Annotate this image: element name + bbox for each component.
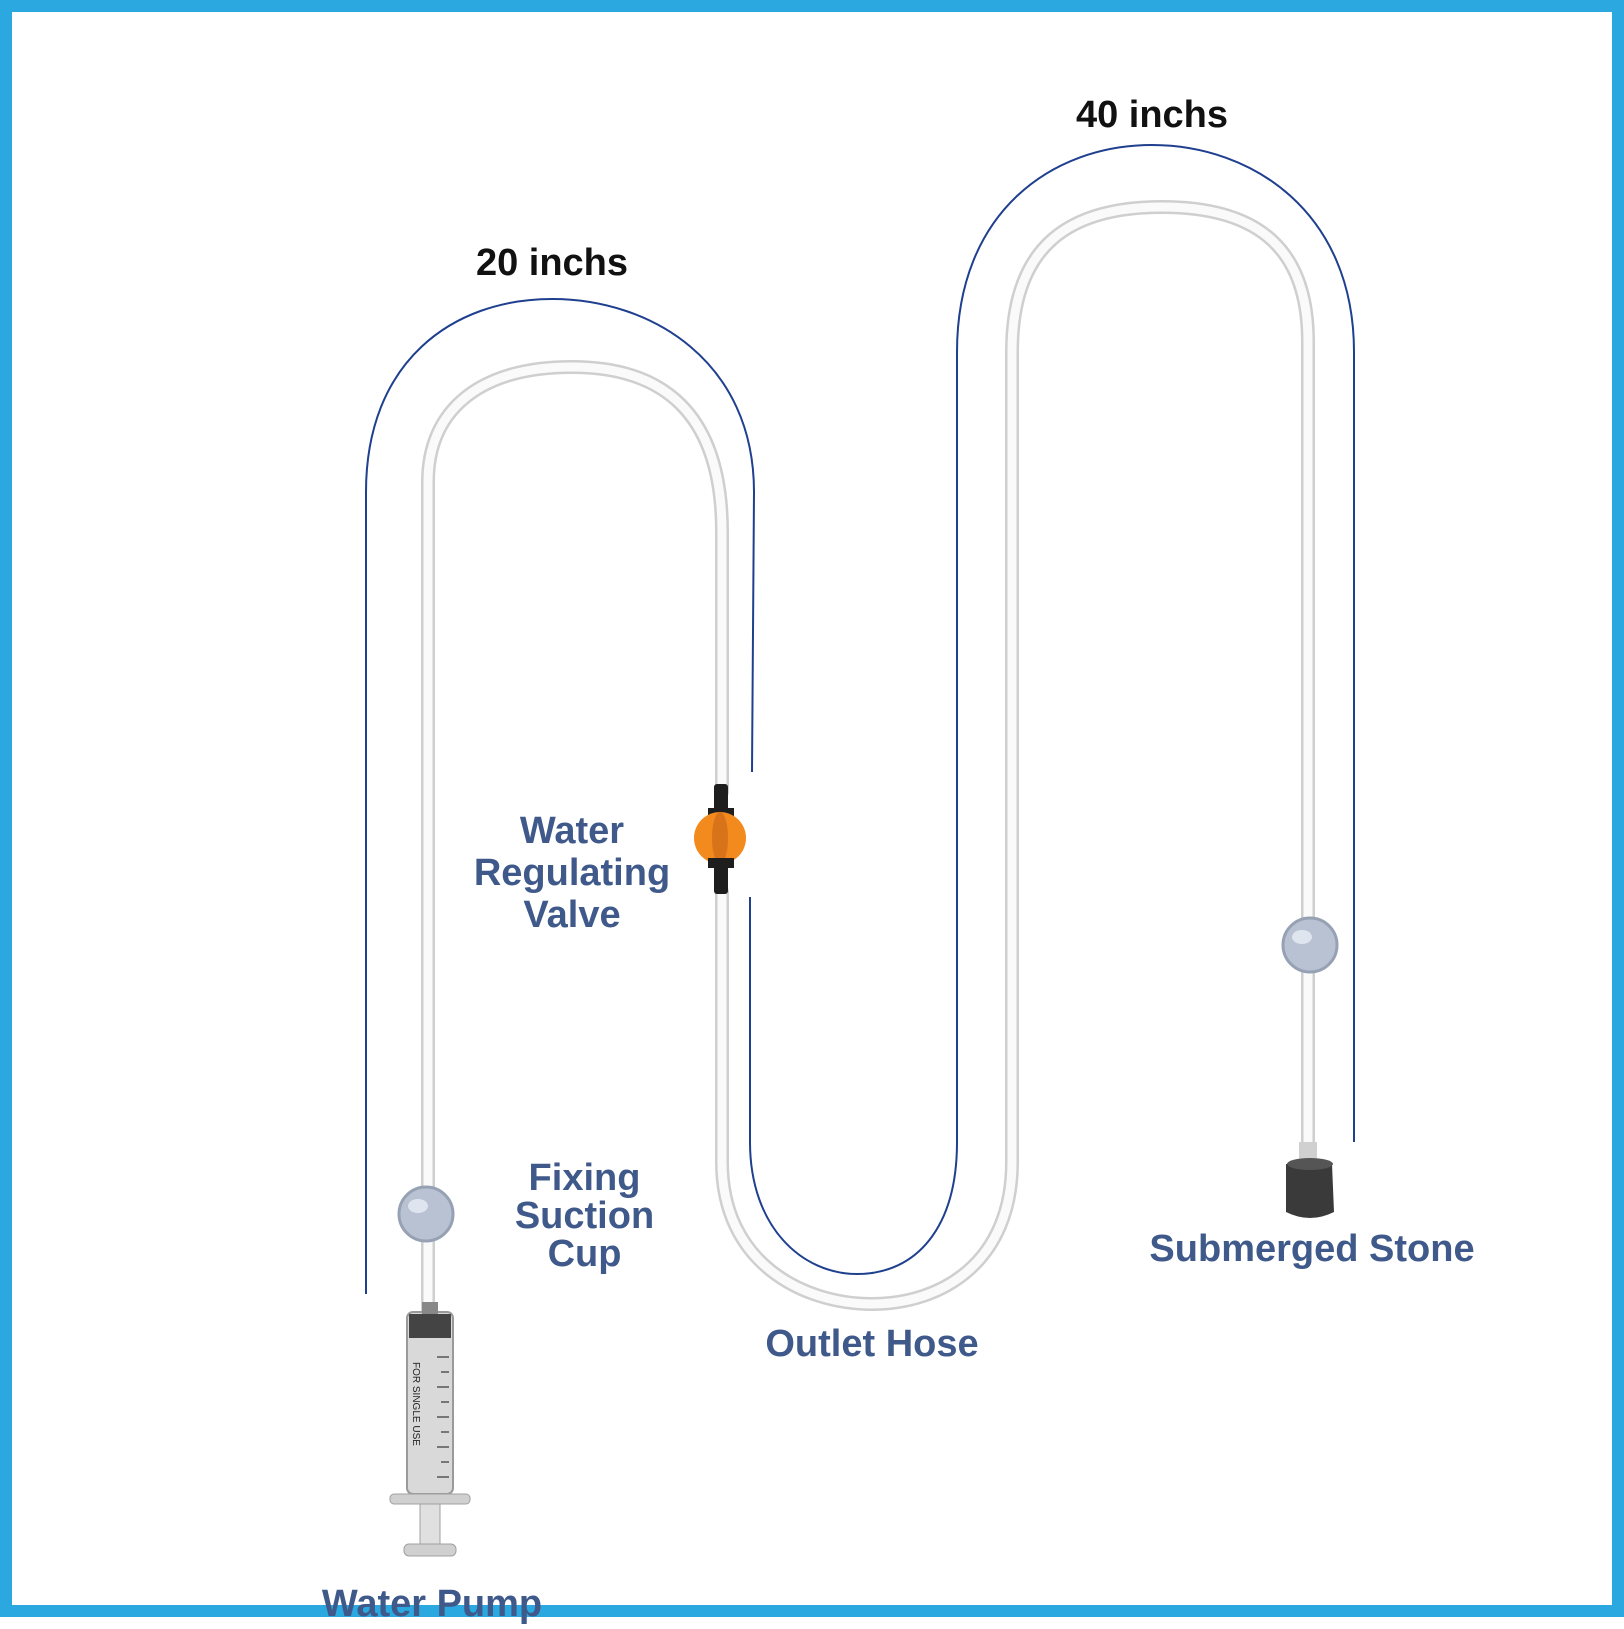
hose-diagram: FOR SINGLE USE [365, 143, 1355, 1557]
outlet-hose-label: Outlet Hose [765, 1323, 979, 1365]
valve-label-line-2: Regulating [473, 852, 671, 894]
suction-cup-label-line-3: Cup [547, 1233, 622, 1275]
valve-label: Water Regulating Valve [452, 810, 692, 936]
dimension-label-40in: 40 inchs [1075, 94, 1229, 136]
valve-label-line-1: Water [519, 810, 625, 852]
suction-cup-label: Fixing Suction Cup [472, 1159, 697, 1273]
dimension-line-20in [365, 297, 756, 1294]
dimension-line-40in [749, 143, 1355, 1276]
outlet-hose [421, 199, 1315, 1319]
syringe-icon: FOR SINGLE USE [389, 1302, 471, 1557]
pump-label: Water Pump [321, 1583, 543, 1625]
valve-icon [694, 784, 746, 894]
suction-cup-label-line-2: Suction [514, 1195, 655, 1237]
suction-cup-icon [397, 1185, 455, 1243]
dimension-label-20in: 20 inchs [475, 242, 629, 284]
suction-cup-icon [1281, 916, 1339, 974]
suction-cup-label-line-1: Fixing [528, 1157, 641, 1199]
stone-label: Submerged Stone [1149, 1228, 1475, 1270]
valve-label-line-3: Valve [523, 894, 621, 936]
air-stone-icon [1286, 1142, 1334, 1218]
syringe-label: FOR SINGLE USE [410, 1362, 421, 1446]
